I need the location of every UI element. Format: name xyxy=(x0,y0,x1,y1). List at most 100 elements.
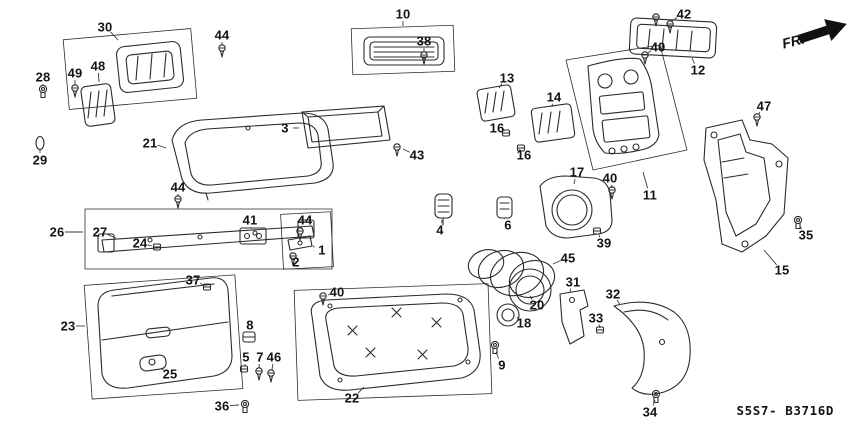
callout-44: 44 xyxy=(170,179,186,195)
callout-26: 26 xyxy=(49,224,65,240)
part-25-latch xyxy=(139,354,167,372)
callout-15: 15 xyxy=(774,262,790,278)
callout-36: 36 xyxy=(214,398,230,414)
callout-48: 48 xyxy=(90,58,106,74)
callout-20: 20 xyxy=(529,297,545,313)
leader-line-42 xyxy=(671,17,678,22)
callout-14: 14 xyxy=(546,89,562,105)
callout-30: 30 xyxy=(97,19,113,35)
leader-line-46 xyxy=(271,363,274,371)
callout-12: 12 xyxy=(690,62,706,78)
leader-line-1 xyxy=(312,245,315,248)
callout-46: 46 xyxy=(266,349,282,365)
leader-line-9 xyxy=(495,351,500,359)
callout-29: 29 xyxy=(32,152,48,168)
callout-33: 33 xyxy=(588,310,604,326)
part-45-boot xyxy=(467,249,556,299)
callout-3: 3 xyxy=(281,120,289,136)
callout-13: 13 xyxy=(499,70,515,86)
callout-45: 45 xyxy=(560,250,576,266)
leader-line-32 xyxy=(616,299,621,306)
callout-21: 21 xyxy=(142,135,158,151)
callout-2: 2 xyxy=(292,254,300,270)
callout-43: 43 xyxy=(409,147,425,163)
leader-line-39 xyxy=(598,234,601,238)
leader-line-13 xyxy=(498,83,503,89)
part-18-ring xyxy=(496,303,520,327)
leader-line-24 xyxy=(147,244,153,247)
leader-line-33 xyxy=(598,324,601,329)
leader-line-35 xyxy=(799,225,802,230)
callout-39: 39 xyxy=(596,235,612,251)
leader-line-47 xyxy=(758,111,761,115)
callout-40: 40 xyxy=(602,170,618,186)
callout-42: 42 xyxy=(676,6,692,22)
callout-40: 40 xyxy=(329,284,345,300)
leader-line-43 xyxy=(402,148,410,153)
callout-1: 1 xyxy=(318,242,326,258)
callout-44: 44 xyxy=(297,212,313,228)
part-21-meter-visor xyxy=(171,112,334,201)
callout-18: 18 xyxy=(516,315,532,331)
callout-34: 34 xyxy=(642,404,658,420)
part-31-bracket xyxy=(559,289,589,345)
callout-16: 16 xyxy=(516,147,532,163)
part-6-knob xyxy=(496,196,513,219)
leader-line-11 xyxy=(642,171,649,189)
callout-32: 32 xyxy=(605,286,621,302)
part-13-side-vent xyxy=(476,84,516,122)
part-11-center-panel xyxy=(587,57,660,155)
callout-5: 5 xyxy=(242,349,250,365)
part-48-side-vent xyxy=(80,83,116,127)
leader-line-30 xyxy=(110,31,119,41)
callout-22: 22 xyxy=(344,390,360,406)
leader-line-12 xyxy=(691,57,695,64)
callout-17: 17 xyxy=(569,164,585,180)
callout-7: 7 xyxy=(256,349,264,365)
leader-line-22 xyxy=(357,386,365,394)
callout-35: 35 xyxy=(798,227,814,243)
leader-line-2 xyxy=(290,256,294,260)
callout-16: 16 xyxy=(489,120,505,136)
callout-4: 4 xyxy=(436,222,444,238)
part-4-knob xyxy=(434,193,453,226)
callout-10: 10 xyxy=(395,6,411,22)
part-15-bracket xyxy=(703,119,789,253)
callout-27: 27 xyxy=(92,224,108,240)
diagram-code: S5S7- B3716D xyxy=(736,403,834,418)
part-32-lower-cover xyxy=(613,301,691,395)
part-1-bracket xyxy=(287,235,313,251)
callout-24: 24 xyxy=(132,235,148,251)
leader-line-36 xyxy=(229,404,240,407)
callout-38: 38 xyxy=(416,33,432,49)
callout-44: 44 xyxy=(214,27,230,43)
part-14-center-vent xyxy=(530,103,576,143)
callout-23: 23 xyxy=(60,318,76,334)
callout-28: 28 xyxy=(35,69,51,85)
leader-line-20 xyxy=(529,295,533,300)
callout-8: 8 xyxy=(246,317,254,333)
part-23-glove-box xyxy=(97,277,233,389)
leader-line-40 xyxy=(327,293,330,296)
part-17-gauge-visor xyxy=(539,175,613,239)
callout-40: 40 xyxy=(650,39,666,55)
leader-line-45 xyxy=(552,260,561,265)
callout-37: 37 xyxy=(185,272,201,288)
callout-47: 47 xyxy=(756,98,772,114)
part-3-pocket xyxy=(301,105,391,149)
leader-line-37 xyxy=(199,282,204,286)
leader-line-21 xyxy=(157,144,167,149)
fr-arrow-icon xyxy=(797,19,847,44)
callout-41: 41 xyxy=(242,212,258,228)
leader-line-48 xyxy=(98,72,100,83)
group-boxes xyxy=(62,24,688,401)
leader-line-18 xyxy=(516,316,519,319)
callout-31: 31 xyxy=(565,274,581,290)
part-20-ring xyxy=(508,268,552,312)
leader-line-27 xyxy=(107,234,117,239)
part-22-insulator xyxy=(310,293,481,391)
leader-line-15 xyxy=(763,249,777,266)
